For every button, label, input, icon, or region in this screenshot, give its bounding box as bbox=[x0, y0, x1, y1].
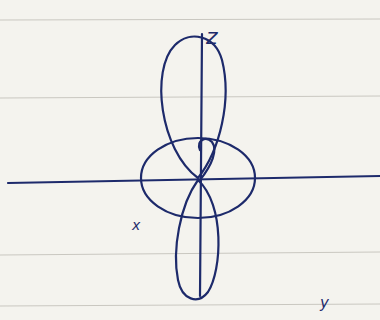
lower-lobe bbox=[176, 180, 218, 299]
orbital-drawing bbox=[8, 34, 380, 299]
ruled-lines bbox=[0, 19, 380, 306]
axis-label: y bbox=[320, 296, 329, 311]
upper-lobe bbox=[161, 37, 225, 178]
axis-label: z bbox=[206, 26, 218, 48]
axis-label: x bbox=[132, 218, 140, 232]
vertical-axis bbox=[200, 34, 202, 296]
horizontal-axis bbox=[8, 176, 380, 183]
torus-ring bbox=[141, 138, 255, 218]
ink-stroke bbox=[199, 139, 214, 180]
